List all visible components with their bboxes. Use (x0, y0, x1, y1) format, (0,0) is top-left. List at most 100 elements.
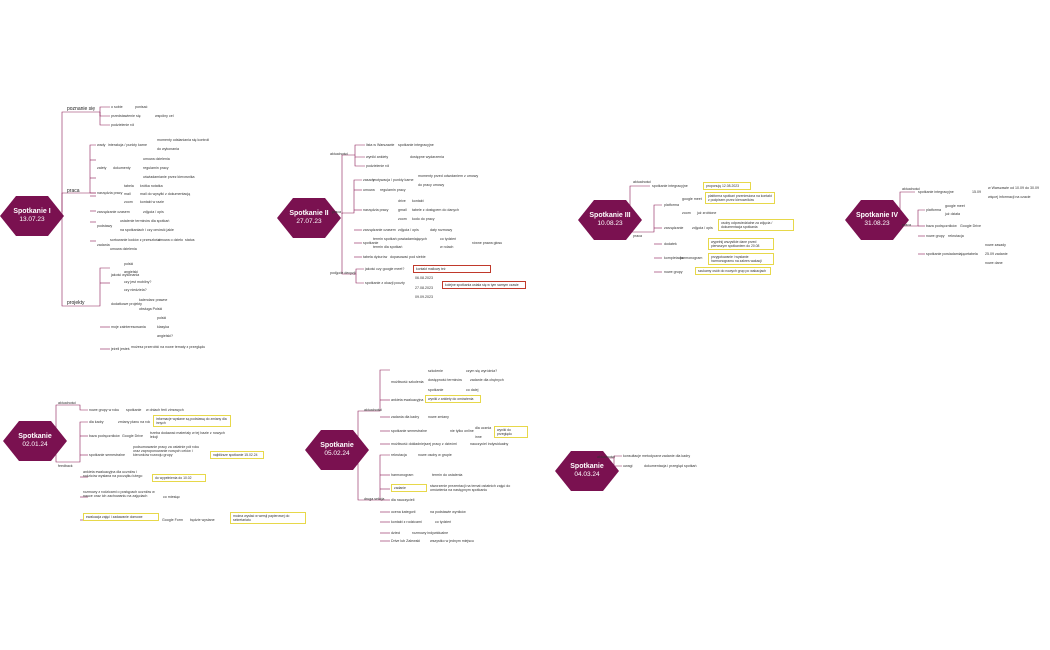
node-label: w dniach ferii zimowych (146, 408, 184, 412)
node-label: rozmowy indywidualne (412, 531, 449, 535)
node-label: status (185, 238, 195, 242)
node-label: podzielenie ról (366, 164, 390, 168)
node-label: drive (398, 199, 406, 203)
node-label: spotkanie z okazji poczty (365, 281, 405, 285)
node-label: umowa (363, 188, 375, 192)
node-label: w Warszawie od 10.09 do 30.09 (988, 186, 1040, 190)
node-label: regulamin pracy (380, 188, 406, 192)
node-label: spotkanie integracyjne (918, 190, 954, 194)
highlight-box: zadanie (391, 484, 427, 492)
node-label: więcej informacji na czacie (988, 195, 1031, 199)
meeting-title: Spotkanie (570, 463, 604, 470)
node-label: Google Form (162, 518, 183, 522)
node-label: termin dla spotkań (373, 245, 403, 249)
branch-label: praca (633, 234, 642, 238)
node-label: jakość czy google meet? (365, 267, 405, 271)
meeting-date: 10.08.23 (597, 220, 623, 227)
node-label: momenty odsłaniania się kontroli (157, 138, 210, 142)
meeting-node-7: Spotkanie 04.03.24 (555, 451, 619, 491)
node-label: podsumowanie pracy za ostatnie pół roku … (133, 445, 200, 457)
node-label: zadania (97, 243, 110, 247)
node-label: ankieta ewaluacyjna dla uczniów i rodzic… (83, 470, 143, 478)
node-label: czy niedziela? (124, 288, 147, 292)
meeting-date: 13.07.23 (19, 216, 45, 223)
node-label: 09.09.2023 (415, 295, 433, 299)
node-label: kalendarz prawne (139, 298, 168, 302)
meeting-title: Spotkanie I (13, 208, 51, 215)
node-label: ocena kategorii (391, 510, 416, 514)
node-label: lista w Warszawie (366, 143, 395, 147)
node-label: ustalenie terminów dla spotkań (120, 219, 170, 223)
node-label: nowe grupy (926, 234, 945, 238)
node-label: zarządzanie czasem (363, 228, 396, 232)
node-label: do wykonania (157, 147, 179, 151)
node-label: tabele z dostępem do danych (412, 208, 459, 212)
node-label: podstawy (97, 224, 113, 228)
node-label: nowe dane (985, 261, 1003, 265)
node-label: dodatek (664, 242, 677, 246)
node-label: polski (157, 316, 167, 320)
node-label: spotkanie (428, 388, 444, 392)
node-label: spotkanie (363, 241, 379, 245)
node-label: narzędzia pracy (363, 208, 389, 212)
node-label: kontakt w razie (140, 200, 164, 204)
node-label: trzeba dodawać materiały w tej bazie z n… (150, 431, 225, 439)
node-label: termin spotkań powiadamiających (373, 237, 427, 241)
node-label: rekrutacja (948, 234, 964, 238)
node-label: Drive lub Zalewski (391, 539, 421, 543)
node-label: dodatkowe projekty (111, 302, 142, 306)
node-label: google meet (682, 197, 702, 201)
node-label: umowa dzielenia (110, 247, 137, 251)
node-label: mail do wysyłki z dokumentacją (140, 192, 191, 196)
branch-label: aktualności (364, 408, 382, 412)
node-label: nowe grupy w roku (89, 408, 120, 412)
node-label: google meet (945, 204, 965, 208)
node-label: zadania dla kadry (391, 415, 420, 419)
node-label: ankieta ewaluacyjna (391, 398, 424, 402)
node-label: na spotkaniach i czy omówić jakie (120, 228, 174, 232)
node-label: 15.09 (972, 190, 981, 194)
meeting-date: 05.02.24 (324, 450, 350, 457)
node-label: dokumenty (113, 166, 131, 170)
node-label: dokumentacja i przegląd spotkań (644, 464, 697, 468)
node-label: możesz przerobić na nowe tematy z przegl… (131, 345, 206, 349)
node-label: termin do ustalenia (432, 473, 463, 477)
node-label: obsługa Polski (139, 307, 163, 311)
highlight-box: można wysłać w wersji papierowej do sekr… (230, 512, 306, 524)
node-label: już zrobione (697, 211, 717, 215)
branch-label: praca (902, 223, 911, 227)
node-label: krótka notatka (140, 184, 163, 188)
node-label: angielski (124, 270, 138, 274)
highlight-box: przygotowanie i wysłanie harmonogramu na… (708, 253, 774, 265)
node-label: spotkanie semestralne (391, 429, 427, 433)
meeting-title: Spotkanie III (589, 212, 631, 219)
highlight-box: wyniki z ankiety do omówienia (425, 395, 481, 403)
highlight-box: wyniki do przeglądu (494, 426, 528, 438)
branch-label: poznanie się (67, 106, 96, 112)
node-label: motywacja / punkty karne (373, 178, 414, 182)
node-label: zadanie dla chętnych (470, 378, 504, 382)
node-label: nie tylko online (450, 429, 474, 433)
node-label: spotkanie integracyjne (398, 143, 434, 147)
branch-label: projekty (67, 300, 85, 306)
node-label: będzie wysłane (190, 518, 215, 522)
highlight-box: do wypełnienia do 10.02 (152, 474, 206, 482)
node-label: dopasować pod siebie (390, 255, 426, 259)
node-label: wspólny cel (155, 114, 174, 118)
node-label: zalety (97, 166, 107, 170)
node-label: klasyka (157, 325, 169, 329)
node-label: jakość wykonania (111, 273, 140, 277)
node-label: gmail (398, 208, 407, 212)
node-label: równe prawa głosu (472, 241, 503, 245)
node-label: ponisać (135, 105, 148, 109)
node-label: inne (475, 435, 482, 439)
node-label: Google Drive (122, 434, 143, 438)
branch-label: aktualności (902, 187, 920, 191)
node-label: zmiany planu na rok (118, 420, 151, 424)
node-label: możliwość dokładniejszej pracy z dziećmi (391, 442, 457, 446)
node-label: rekrutacja (391, 453, 407, 457)
node-label: spotkanie (126, 408, 142, 412)
node-label: co tydzień (440, 237, 457, 241)
node-label: nowe osoby w grupie (418, 453, 452, 457)
